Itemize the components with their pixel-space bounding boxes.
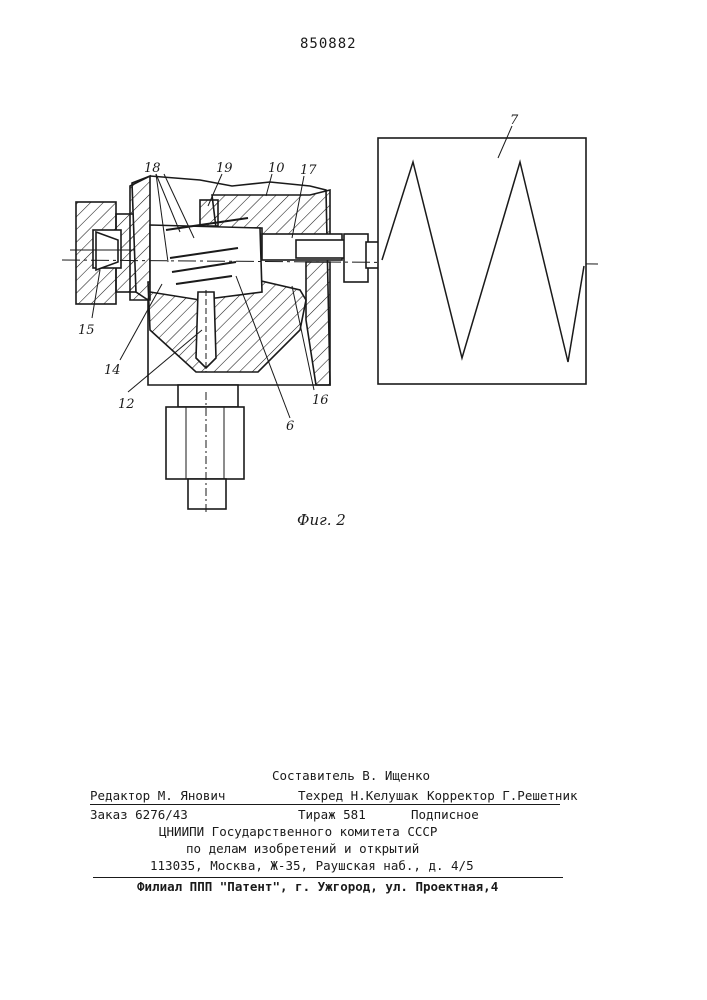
- editor-line: Редактор М. Янович: [90, 789, 225, 803]
- branch-line: Филиал ППП "Патент", г. Ужгород, ул. Про…: [137, 880, 498, 894]
- divider-top: [90, 804, 560, 805]
- spring-housing: [378, 138, 586, 384]
- org-line-2: по делам изобретений и открытий: [186, 842, 419, 856]
- address-line: 113035, Москва, Ж-35, Раушская наб., д. …: [150, 859, 474, 873]
- tech-editor-line: Техред Н.Келушак: [298, 789, 418, 803]
- corrector-line: Корректор Г.Решетник: [427, 789, 578, 803]
- callout-12: 12: [118, 397, 135, 412]
- org-line-1: ЦНИИПИ Государственного комитета СССР: [159, 825, 437, 839]
- technical-drawing: 7 10 17 18 19 15 14 12 6 16: [0, 0, 707, 560]
- compiler-line: Составитель В. Ищенко: [272, 769, 430, 783]
- callout-17: 17: [300, 163, 317, 178]
- circulation-line: Тираж 581: [298, 808, 366, 822]
- callout-18: 18: [144, 161, 161, 176]
- order-line: Заказ 6276/43: [90, 808, 188, 822]
- callout-16: 16: [312, 393, 329, 408]
- callout-14: 14: [104, 363, 121, 378]
- callout-6: 6: [286, 419, 294, 434]
- callout-10: 10: [268, 161, 285, 176]
- callout-7: 7: [510, 113, 519, 128]
- lower-connector: [166, 385, 244, 512]
- callout-15: 15: [78, 323, 95, 338]
- divider-bottom: [93, 877, 563, 878]
- figure-caption: Фиг. 2: [297, 511, 346, 529]
- callout-19: 19: [216, 161, 233, 176]
- subscription-line: Подписное: [411, 808, 479, 822]
